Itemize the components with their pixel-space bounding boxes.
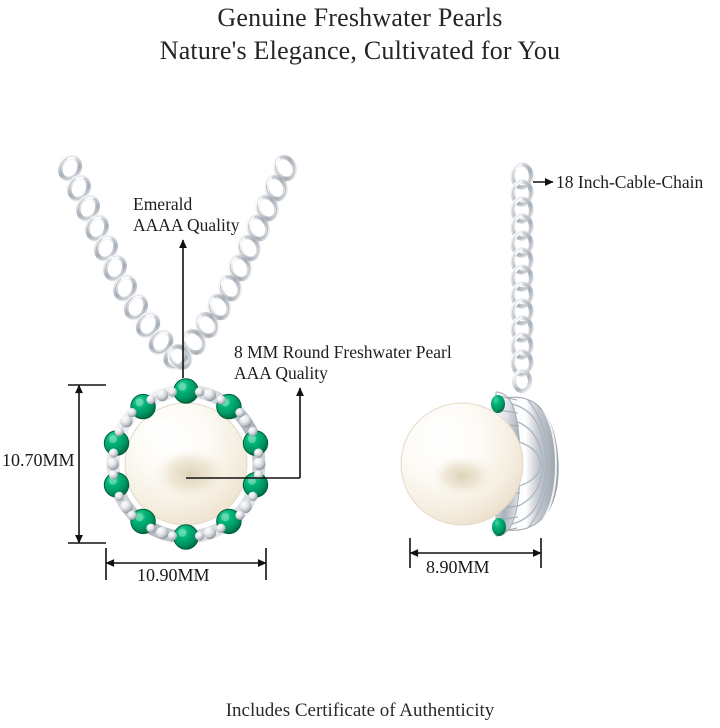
callout-chain: 18 Inch-Cable-Chain <box>556 172 703 193</box>
leader-line-pearl <box>186 387 304 479</box>
dimension-front-height <box>68 384 106 544</box>
necklace-chain-right <box>165 154 298 372</box>
emerald-halo <box>103 378 269 550</box>
callout-pearl-line1: 8 MM Round Freshwater Pearl <box>234 342 452 362</box>
side-view-chain <box>513 165 531 375</box>
callout-chain-line1: 18 Inch-Cable-Chain <box>556 172 704 192</box>
dimension-label-side-width: 8.90MM <box>426 557 490 577</box>
dimension-label-front-height: 10.70MM <box>2 450 75 470</box>
dimension-label-front-width: 10.90MM <box>137 565 210 585</box>
pendant-side-view <box>400 368 559 537</box>
page-subtitle: Nature's Elegance, Cultivated for You <box>159 36 561 65</box>
footer-note: Includes Certificate of Authenticity <box>225 700 495 721</box>
page-title: Genuine Freshwater Pearls <box>217 3 503 32</box>
necklace-chain-left <box>57 154 191 372</box>
callout-emerald: Emerald AAAA Quality <box>133 194 239 236</box>
dimension-front-width <box>105 548 267 580</box>
dimension-side-width <box>409 538 542 568</box>
callout-pearl-line2: AAA Quality <box>234 363 328 383</box>
callout-pearl: 8 MM Round Freshwater Pearl AAA Quality <box>234 342 452 384</box>
callout-emerald-line1: Emerald <box>133 194 193 214</box>
pendant-front-view <box>103 378 269 550</box>
callout-emerald-line2: AAAA Quality <box>133 215 240 235</box>
